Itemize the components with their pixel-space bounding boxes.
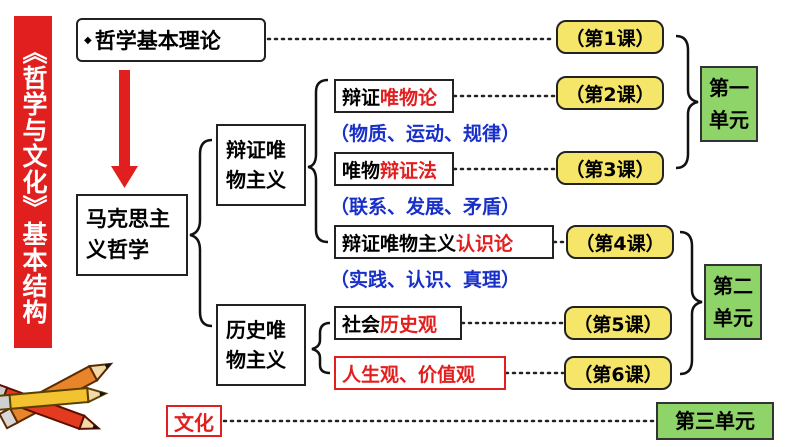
brace-marxism: [189, 138, 213, 328]
item-epistemology: 辩证唯物主义认识论: [334, 225, 554, 259]
unit-3-box: 第三单元: [656, 402, 774, 440]
unit-1-box: 第一单元: [700, 66, 758, 142]
item-prefix: 唯物: [342, 159, 381, 182]
note-materialism: （物质、运动、规律）: [330, 123, 521, 145]
lesson-4-pill: （第4课）: [566, 225, 674, 259]
item-life-values: 人生观、价值观: [334, 356, 506, 390]
lesson-1-pill: （第1课）: [556, 20, 664, 54]
item-highlight: 辩证法: [380, 159, 438, 182]
item-highlight: 唯物论: [380, 86, 438, 109]
dialectical-materialism-box: 辩证唯物主义: [216, 124, 306, 206]
brace-unit1: [675, 34, 699, 170]
lesson-6-pill: （第6课）: [564, 356, 672, 390]
lesson-2-pill: （第2课）: [556, 76, 664, 110]
down-arrow-icon: [111, 70, 138, 188]
basic-theory-box: ◆ 哲学基本理论: [76, 18, 266, 62]
item-prefix: 社会: [342, 313, 381, 336]
vertical-title: 《哲学与文化》基本结构: [14, 16, 52, 348]
basic-theory-label: 哲学基本理论: [94, 29, 221, 53]
culture-box: 文化: [166, 405, 222, 437]
item-history-view: 社会历史观: [334, 306, 462, 340]
unit-2-box: 第二单元: [704, 264, 762, 340]
lesson-5-pill: （第5课）: [564, 306, 672, 340]
note-epistemology: （实践、认识、真理）: [330, 269, 521, 291]
item-materialism: 辩证唯物论: [334, 79, 454, 113]
lesson-3-pill: （第3课）: [556, 151, 664, 185]
brace-unit2: [679, 230, 703, 376]
item-highlight: 认识论: [456, 232, 514, 255]
item-prefix: 辩证: [342, 86, 381, 109]
item-prefix: 辩证唯物主义: [342, 232, 457, 255]
diamond-bullet-icon: ◆: [84, 34, 92, 46]
brace-dialectical: [307, 78, 329, 244]
item-dialectics: 唯物辩证法: [334, 152, 454, 186]
brace-historical: [311, 321, 331, 375]
item-highlight: 人生观、价值观: [342, 363, 476, 386]
item-highlight: 历史观: [380, 313, 438, 336]
note-dialectics: （联系、发展、矛盾）: [330, 196, 521, 218]
pencils-icon: [0, 362, 114, 431]
historical-materialism-box: 历史唯物主义: [216, 304, 306, 386]
marxism-box: 马克思主义哲学: [76, 194, 188, 276]
